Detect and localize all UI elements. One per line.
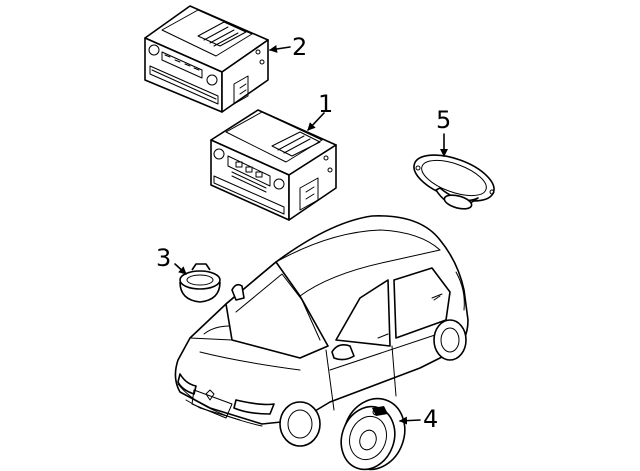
radio-unit-2[interactable]: [144, 5, 269, 113]
leader-1: [307, 112, 325, 131]
leader-4: [399, 416, 421, 425]
oval-speaker-5[interactable]: [408, 146, 500, 212]
callout-3: 3: [156, 244, 171, 272]
callout-4: 4: [423, 405, 438, 433]
leader-2: [269, 45, 291, 53]
vehicle-hatchback: [174, 215, 469, 447]
callout-2: 2: [292, 33, 307, 61]
callout-1: 1: [318, 90, 333, 118]
callout-5: 5: [436, 106, 451, 134]
radio-unit-1[interactable]: [210, 109, 337, 221]
leader-3: [174, 263, 187, 275]
tweeter-3[interactable]: [179, 263, 221, 303]
door-speaker-4[interactable]: [333, 390, 415, 471]
